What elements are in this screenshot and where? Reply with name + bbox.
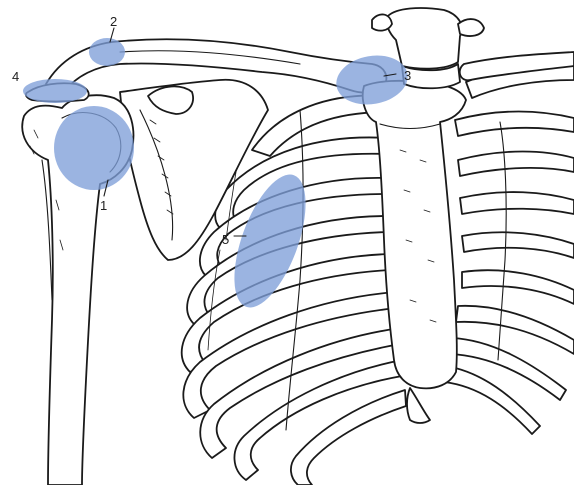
- right-ribs: [444, 112, 574, 435]
- label-3: 3: [404, 68, 411, 83]
- highlight-2-acromioclavicular: [89, 38, 125, 66]
- label-2: 2: [110, 14, 117, 29]
- label-4: 4: [12, 69, 19, 84]
- highlight-1-glenohumeral: [54, 106, 134, 190]
- label-5: 5: [222, 232, 229, 247]
- xiphoid: [407, 388, 430, 423]
- label-1: 1: [100, 198, 107, 213]
- highlight-4-acromion: [23, 79, 87, 103]
